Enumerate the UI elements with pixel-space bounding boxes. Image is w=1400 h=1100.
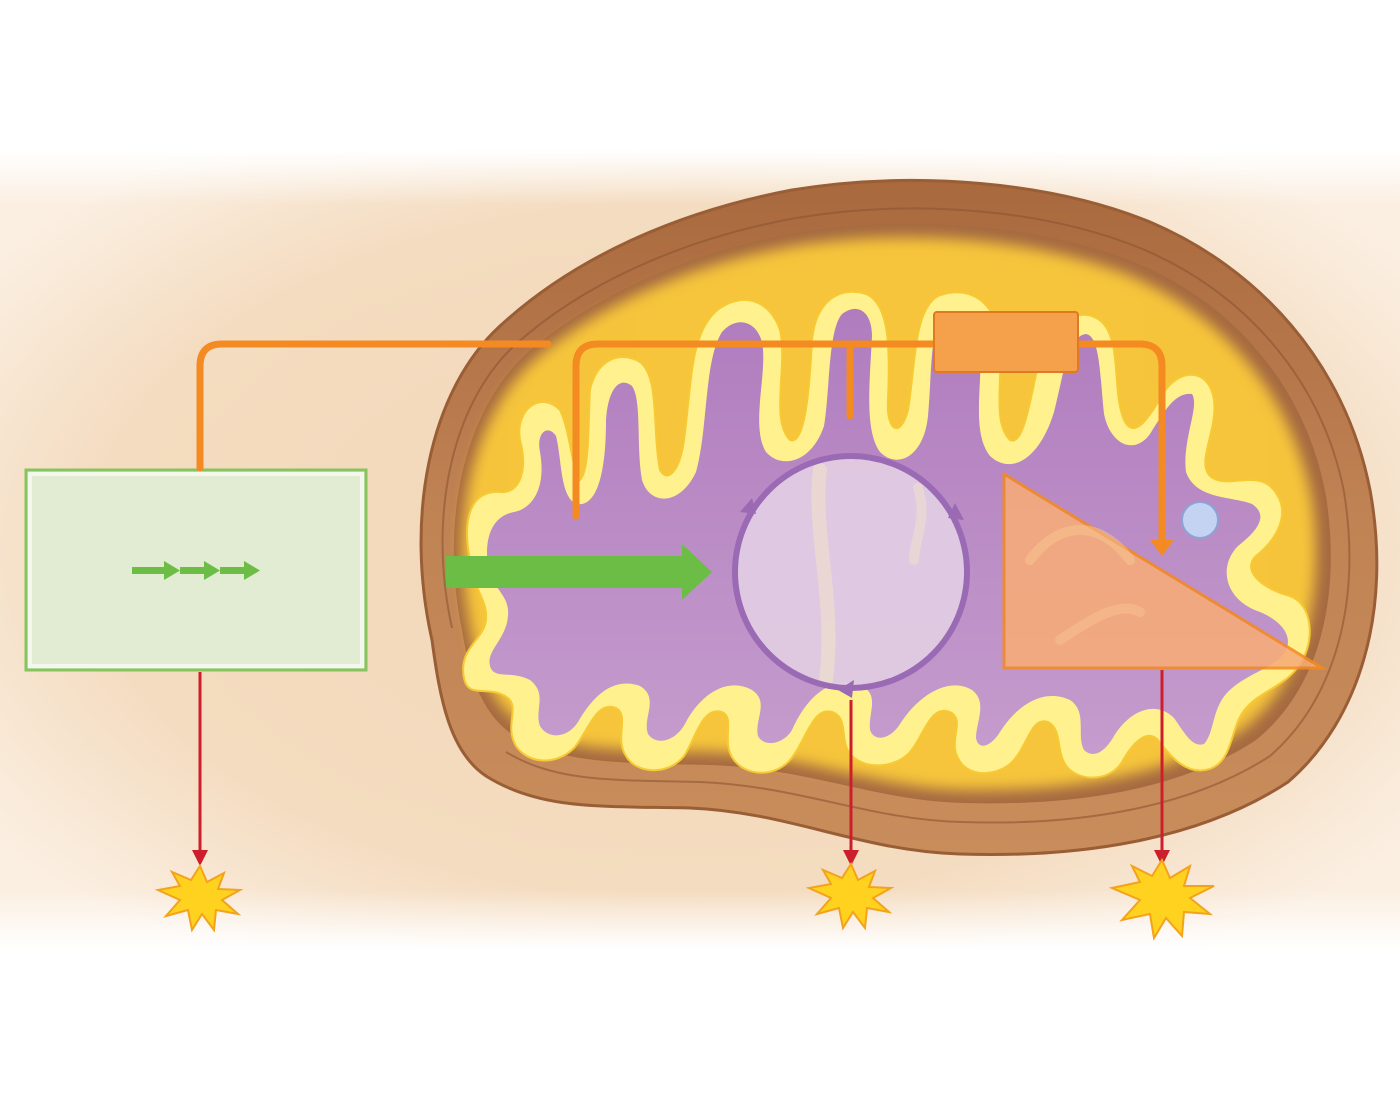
oxygen-circle: [1181, 501, 1219, 539]
atp-burst-glycolysis: [154, 863, 244, 933]
citric-acid-cycle-circle: [732, 453, 970, 698]
glycolysis-steps-arrows-icon: [132, 561, 260, 580]
atp-burst-icon: [154, 857, 1215, 941]
electron-transport-chain-triangle: [1002, 471, 1328, 670]
atp-burst-citric-acid-cycle: [805, 861, 895, 931]
electron-carrier-arrowhead: [1150, 540, 1174, 556]
atp-output-arrows: [198, 670, 1164, 852]
glycolysis-box: [24, 468, 368, 672]
pyruvate-arrow: [446, 544, 712, 600]
electron-carrier-box: [933, 311, 1079, 373]
atp-burst-electron-transport: [1108, 857, 1215, 941]
cycle-direction-arrows-icon: [740, 498, 964, 698]
electron-carrier-path: [196, 340, 1166, 544]
